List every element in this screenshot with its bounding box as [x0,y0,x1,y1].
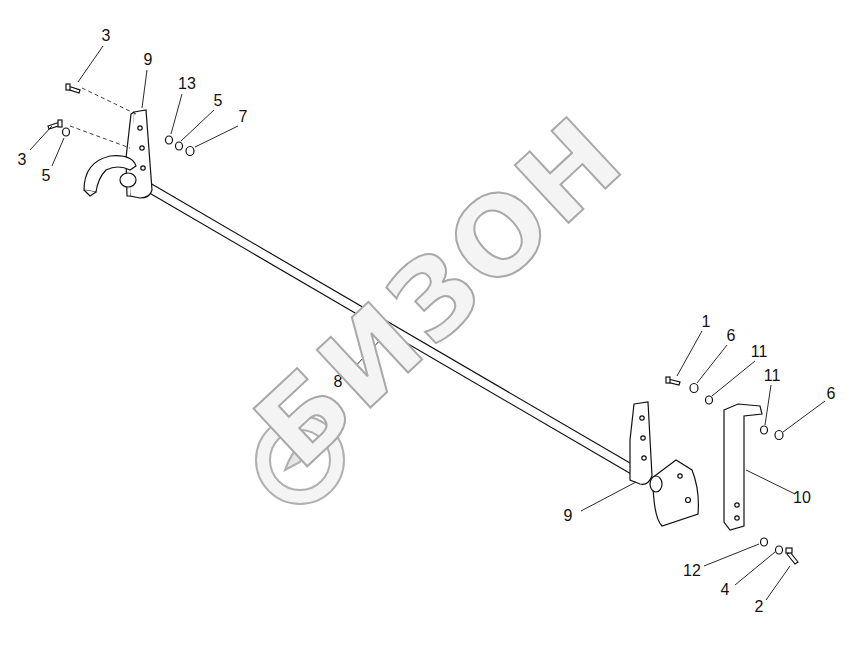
watermark: БИЗОН [238,98,642,485]
strap-bracket [724,404,762,530]
callout-number: 1 [702,314,711,330]
bracket-plate [630,402,652,484]
assembly-line [70,88,136,148]
callout-number: 3 [102,28,111,44]
callout-number: 12 [683,563,701,579]
mount-plate [650,460,698,526]
callout-number: 11 [764,368,781,384]
callout-number: 2 [755,599,764,615]
callout-number: 6 [827,386,836,402]
callout-number: 4 [721,582,730,598]
callout-number: 5 [214,93,223,109]
fasteners [48,84,194,156]
bracket-plate [120,110,152,198]
callout-number: 7 [239,109,248,125]
callout-number: 6 [727,328,736,344]
callout-number: 5 [42,168,51,184]
leader-line [30,46,825,600]
fasteners [666,377,798,564]
callout-number: 9 [564,508,573,524]
callout-number: 3 [18,152,27,168]
callout-number: 10 [793,490,811,506]
callout-number: 11 [751,344,768,360]
callout-number: 9 [144,52,153,68]
hook-latch [84,156,136,196]
callout-number: 13 [178,76,196,92]
